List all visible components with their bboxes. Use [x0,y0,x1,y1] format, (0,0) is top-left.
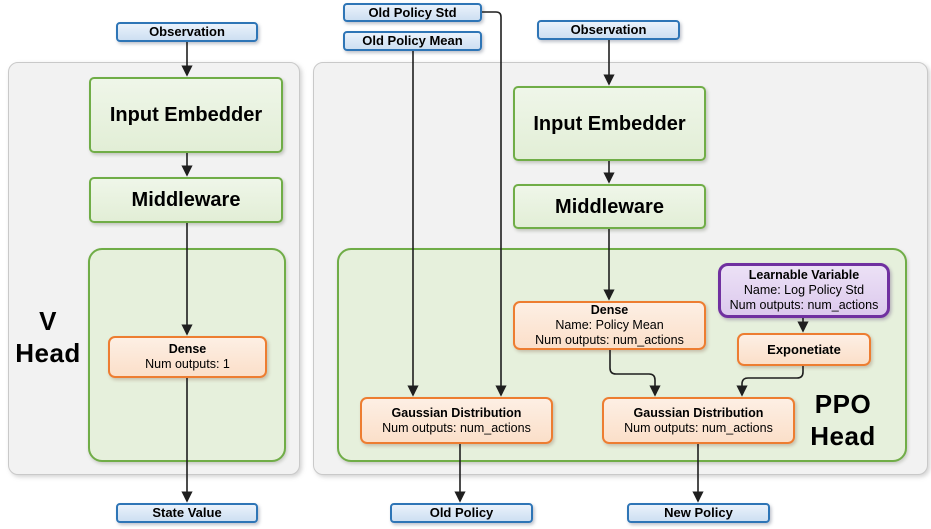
new-policy-output: New Policy [627,503,770,523]
observation-input-v: Observation [116,22,258,42]
learnable-variable-line2: Name: Log Policy Std [743,283,865,297]
learnable-variable-title: Learnable Variable [748,268,860,282]
dense-policy-mean-layer: Dense Name: Policy Mean Num outputs: num… [513,301,706,350]
middleware-v: Middleware [89,177,283,223]
gaussian-new-title: Gaussian Distribution [633,405,764,420]
v-head-label-line2: Head [15,337,81,368]
old-policy-mean-input: Old Policy Mean [343,31,482,51]
dense-layer-v: Dense Num outputs: 1 [108,336,267,378]
dense-policy-mean-title: Dense [590,303,629,317]
ppo-head-label-line1: PPO [814,389,872,419]
old-policy-std-input: Old Policy Std [343,3,482,22]
gaussian-new-subtitle: Num outputs: num_actions [624,420,773,435]
observation-input-ppo: Observation [537,20,680,40]
ppo-head-label: PPO Head [788,389,898,452]
gaussian-old-subtitle: Num outputs: num_actions [382,420,531,435]
v-head-label-line1: V [39,306,57,336]
learnable-variable-line3: Num outputs: num_actions [729,298,879,312]
state-value-output: State Value [116,503,258,523]
gaussian-distribution-new: Gaussian Distribution Num outputs: num_a… [602,397,795,444]
v-head-label: V Head [6,306,90,369]
dense-layer-v-subtitle: Num outputs: 1 [145,357,230,371]
old-policy-output: Old Policy [390,503,533,523]
gaussian-distribution-old: Gaussian Distribution Num outputs: num_a… [360,397,553,444]
input-embedder-v: Input Embedder [89,77,283,153]
dense-policy-mean-line3: Num outputs: num_actions [535,333,684,347]
dense-layer-v-title: Dense [168,342,207,356]
exponetiate-node: Exponetiate [737,333,871,366]
middleware-ppo: Middleware [513,184,706,229]
learnable-variable-node: Learnable Variable Name: Log Policy Std … [718,263,890,318]
input-embedder-ppo: Input Embedder [513,86,706,161]
gaussian-old-title: Gaussian Distribution [391,405,522,420]
ppo-head-label-line2: Head [810,420,876,451]
dense-policy-mean-line2: Name: Policy Mean [555,318,664,332]
